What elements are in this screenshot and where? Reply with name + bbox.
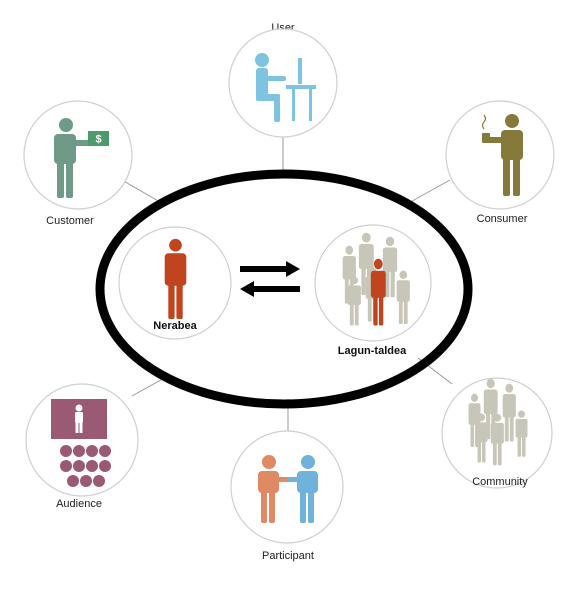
community-node: Community (441, 377, 553, 489)
consumer-label: Consumer (477, 213, 528, 225)
connector-customer (121, 179, 161, 203)
consumer-person-icon (482, 114, 523, 196)
exchange-arrows-icon (240, 261, 300, 297)
community-label: Community (472, 476, 528, 488)
individual-node: Nerabea (118, 226, 232, 340)
customer-circle (23, 100, 133, 210)
crowd-label: Lagun-taldea (338, 345, 407, 357)
steam-icon (481, 114, 487, 130)
participant-label: Participant (262, 550, 314, 562)
svg-text:$: $ (95, 134, 101, 146)
connector-consumer (404, 179, 451, 206)
consumer-circle (445, 100, 555, 210)
user-node: User (228, 22, 338, 138)
computer-user-icon (255, 53, 316, 122)
participant-left-person-icon (258, 455, 289, 523)
center-ring (95, 169, 473, 409)
crowd-node: Lagun-taldea (314, 224, 432, 357)
consumer-node: Consumer (445, 100, 555, 225)
audience-label: Audience (56, 498, 102, 510)
participant-circle (230, 430, 344, 544)
customer-person-icon (54, 118, 92, 198)
individual-label: Nerabea (153, 320, 197, 332)
audience-node: Audience (25, 383, 139, 510)
customer-node: $ Customer (23, 100, 133, 227)
money-bill-icon: $ (88, 131, 109, 146)
customer-label: Customer (46, 215, 94, 227)
participant-node: Participant (230, 430, 344, 562)
audience-icon (51, 399, 111, 487)
user-circle (228, 28, 338, 138)
participant-right-person-icon (287, 455, 318, 523)
